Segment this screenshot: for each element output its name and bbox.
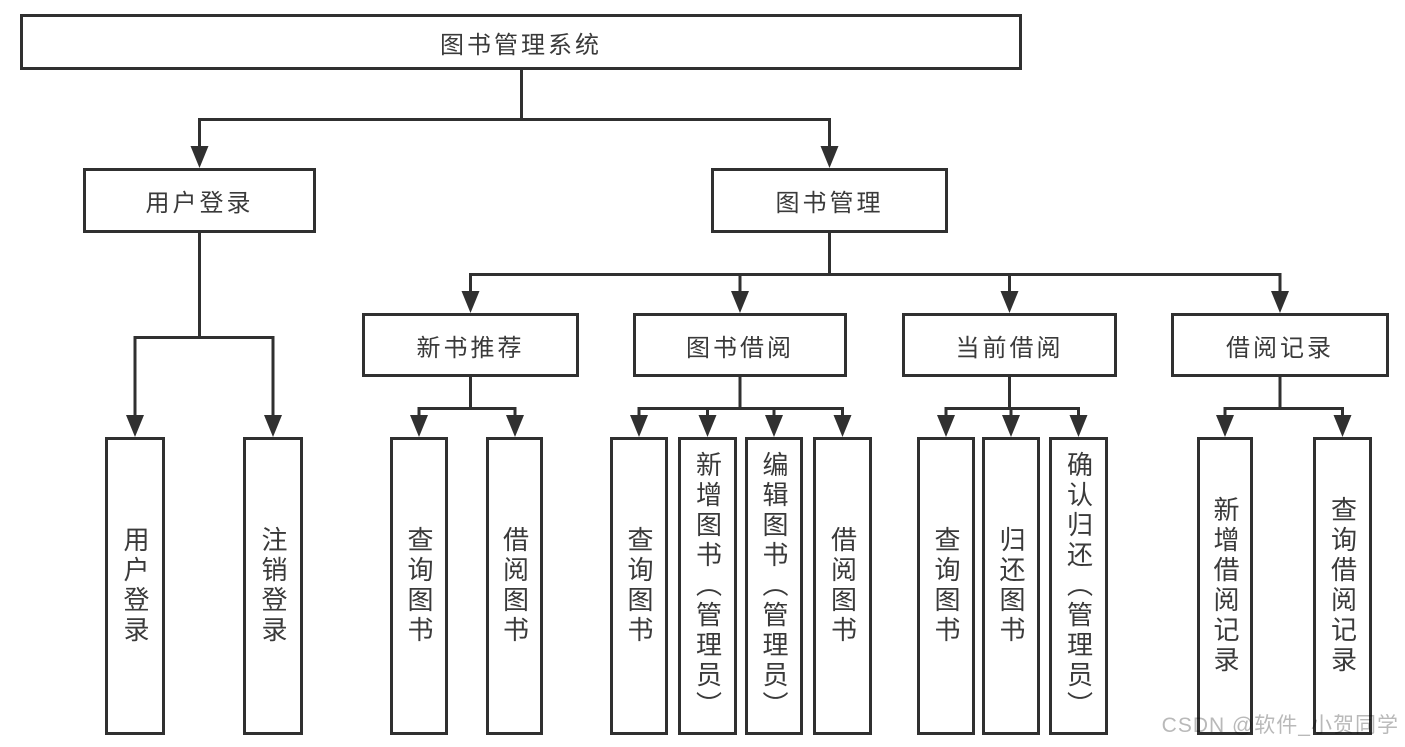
leaf-return-books: 归还图书: [982, 437, 1040, 735]
leaf-query-books-borrow: 查询图书: [610, 437, 668, 735]
leaf-add-borrow-record: 新增借阅记录: [1197, 437, 1253, 735]
leaf-add-borrow-record-label: 新增借阅记录: [1210, 496, 1240, 676]
leaf-confirm-return-admin: 确认归还（管理员）: [1049, 437, 1108, 735]
node-book-borrowing-label: 图书借阅: [686, 334, 794, 362]
leaf-user-login: 用户登录: [105, 437, 165, 735]
arrowhead-icons: [126, 146, 1352, 437]
leaf-edit-book-admin-label: 编辑图书（管理员）: [759, 451, 789, 721]
leaf-confirm-return-admin-label: 确认归还（管理员）: [1063, 451, 1094, 721]
leaf-query-books-current: 查询图书: [917, 437, 975, 735]
node-current-borrowing: 当前借阅: [902, 313, 1117, 377]
leaf-add-book-admin: 新增图书（管理员）: [678, 437, 737, 735]
node-new-book-recommend: 新书推荐: [362, 313, 579, 377]
leaf-query-books-current-label: 查询图书: [931, 526, 961, 646]
node-current-borrowing-label: 当前借阅: [955, 334, 1064, 362]
leaf-borrow-books-recommend-label: 借阅图书: [499, 526, 530, 646]
node-book-management-label: 图书管理: [775, 190, 884, 217]
leaf-query-books-borrow-label: 查询图书: [624, 526, 654, 646]
leaf-add-book-admin-label: 新增图书（管理员）: [692, 451, 723, 721]
leaf-borrow-books-borrow: 借阅图书: [813, 437, 872, 735]
node-book-management: 图书管理: [711, 168, 948, 233]
leaf-borrow-books-borrow-label: 借阅图书: [827, 526, 858, 646]
node-borrowing-records-label: 借阅记录: [1226, 334, 1334, 362]
leaf-logout-label: 注销登录: [258, 526, 288, 646]
tree-edges: [133, 70, 1344, 420]
leaf-query-books-recommend: 查询图书: [390, 437, 448, 735]
leaf-return-books-label: 归还图书: [996, 526, 1026, 646]
leaf-query-borrow-record: 查询借阅记录: [1313, 437, 1372, 735]
node-user-login-label: 用户登录: [145, 190, 254, 217]
node-user-login: 用户登录: [83, 168, 316, 233]
node-root-label: 图书管理系统: [440, 31, 602, 59]
leaf-query-books-recommend-label: 查询图书: [404, 526, 434, 646]
node-book-borrowing: 图书借阅: [633, 313, 847, 377]
csdn-watermark: CSDN @软件_小贺同学: [1161, 714, 1399, 737]
node-root: 图书管理系统: [20, 14, 1022, 70]
leaf-query-borrow-record-label: 查询借阅记录: [1327, 496, 1358, 676]
leaf-user-login-label: 用户登录: [120, 526, 150, 646]
leaf-logout: 注销登录: [243, 437, 303, 735]
leaf-edit-book-admin: 编辑图书（管理员）: [745, 437, 803, 735]
leaf-borrow-books-recommend: 借阅图书: [486, 437, 543, 735]
node-new-book-recommend-label: 新书推荐: [416, 334, 525, 362]
node-borrowing-records: 借阅记录: [1171, 313, 1389, 377]
